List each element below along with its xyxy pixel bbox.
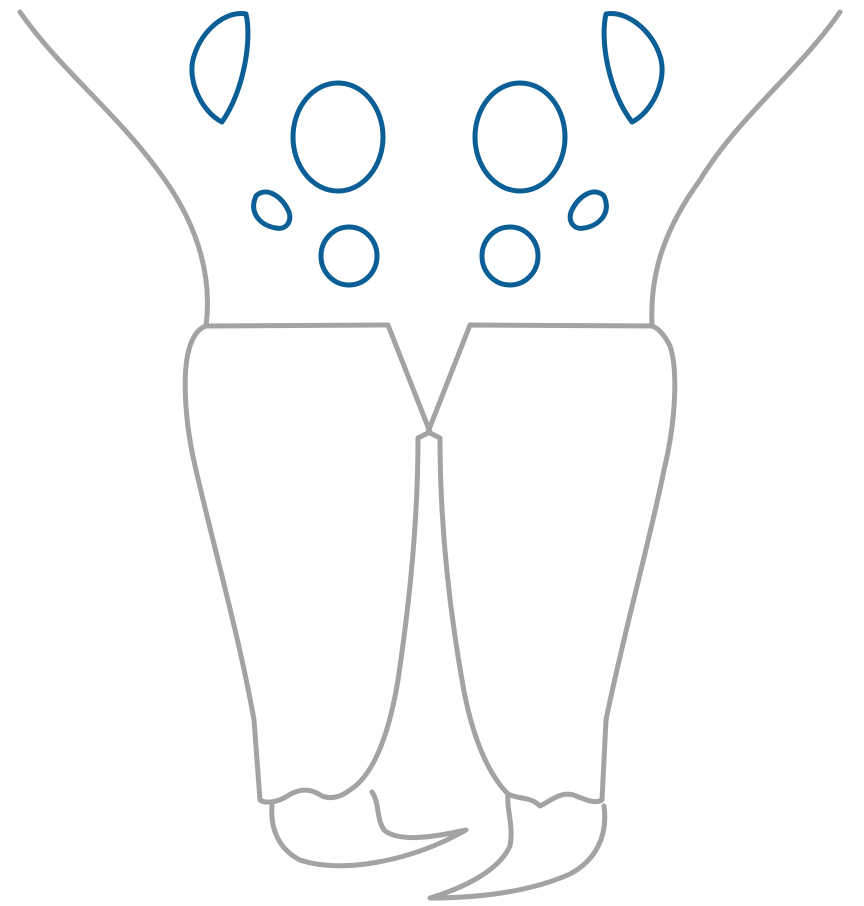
eye-posterior-lateral-right (604, 13, 662, 122)
fang-left (272, 792, 466, 866)
eye-posterior-median-right (475, 83, 565, 191)
eye-cluster (192, 13, 662, 285)
eye-posterior-lateral-left (192, 13, 248, 122)
eye-anterior-lateral-left (254, 192, 290, 228)
eye-anterior-median-right (482, 227, 538, 285)
chelicera-left (185, 325, 466, 866)
eye-posterior-median-left (293, 83, 383, 191)
carapace-outline (20, 12, 840, 326)
chelicera-left-outline (185, 325, 430, 802)
fang-right (430, 794, 605, 898)
eye-anterior-median-left (321, 227, 377, 285)
eye-anterior-lateral-right (570, 192, 606, 228)
chelicera-right (428, 325, 675, 898)
chelicera-right-outline (428, 325, 675, 806)
carapace-edge-right (652, 12, 840, 326)
carapace-edge-left (20, 12, 207, 326)
